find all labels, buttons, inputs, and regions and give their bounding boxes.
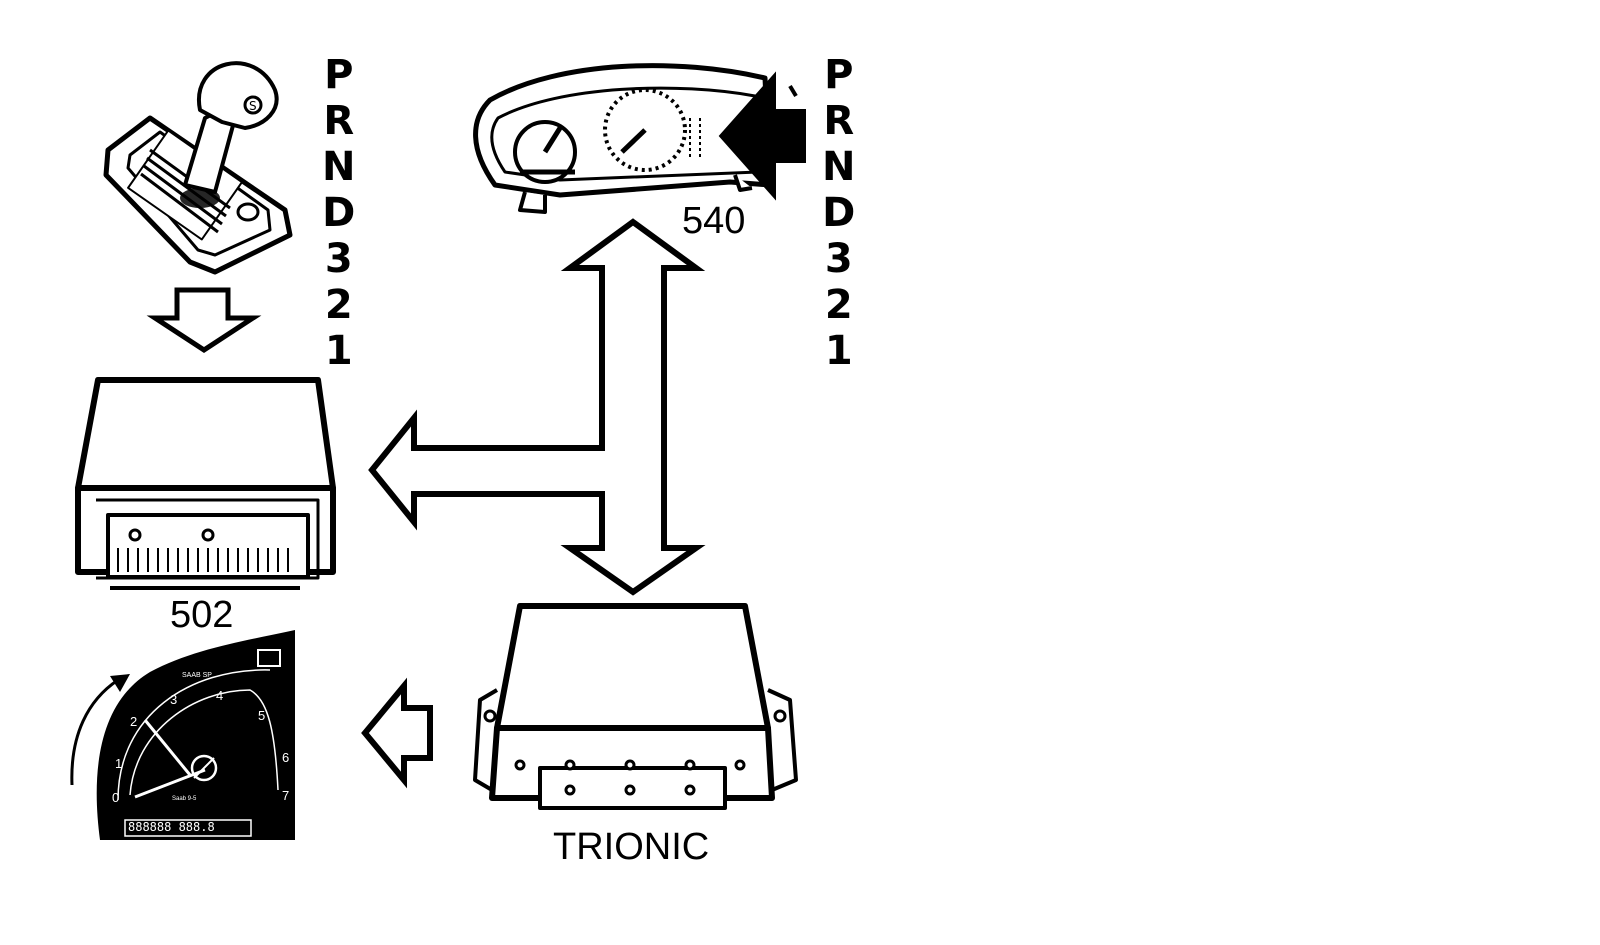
tacho-scale-3: 3 — [170, 692, 178, 707]
tacho-scale-4: 4 — [216, 688, 224, 703]
bus-arrows — [368, 218, 706, 596]
gear-letter: D — [822, 190, 856, 236]
gear-letter: N — [322, 144, 356, 190]
label-540: 540 — [682, 200, 746, 242]
arrow-down-to-502 — [146, 287, 262, 353]
tacho-top-text: SAAB SP — [182, 672, 212, 679]
tacho-rotation-arrowhead — [110, 674, 130, 692]
gear-letter: N — [822, 144, 856, 190]
tacho-rotation-arrow — [70, 678, 119, 786]
gear-letter: P — [324, 52, 354, 98]
tachometer-illustration — [96, 630, 295, 840]
gear-letter: 3 — [324, 236, 353, 282]
label-502: 502 — [170, 594, 234, 636]
gear-letter: D — [322, 190, 356, 236]
ecu-502-illustration — [75, 377, 336, 590]
gear-letter: 3 — [824, 236, 853, 282]
tacho-center-text: Saab 9-5 — [172, 796, 197, 802]
gear-letter: R — [323, 98, 355, 144]
gear-selector-illustration: S — [103, 61, 293, 275]
tacho-scale-5: 5 — [258, 708, 266, 723]
rotation-tick — [788, 84, 798, 98]
tacho-scale-0: 0 — [112, 790, 120, 805]
gear-letter: 1 — [324, 328, 353, 374]
tacho-scale-6: 6 — [282, 750, 290, 765]
tacho-scale-1: 1 — [115, 756, 123, 771]
svg-text:S: S — [249, 99, 257, 113]
gear-letter: 1 — [824, 328, 853, 374]
gear-letter: R — [823, 98, 855, 144]
tacho-odometer: 888888 888.8 — [128, 820, 215, 834]
gear-letter: P — [824, 52, 854, 98]
tacho-scale-7: 7 — [282, 788, 290, 803]
trionic-ecu-illustration — [473, 603, 798, 810]
gear-sequence-left: P R N D 3 2 1 — [322, 52, 355, 374]
instrument-cluster-540-illustration — [473, 63, 773, 214]
gear-letter: 2 — [324, 282, 353, 328]
gear-indicator-arrow — [718, 71, 806, 201]
gear-sequence-right: P R N D 3 2 1 — [822, 52, 855, 374]
label-trionic: TRIONIC — [553, 826, 710, 868]
tacho-scale-2: 2 — [130, 714, 138, 729]
arrow-left-to-tacho — [361, 677, 433, 789]
gear-letter: 2 — [824, 282, 853, 328]
